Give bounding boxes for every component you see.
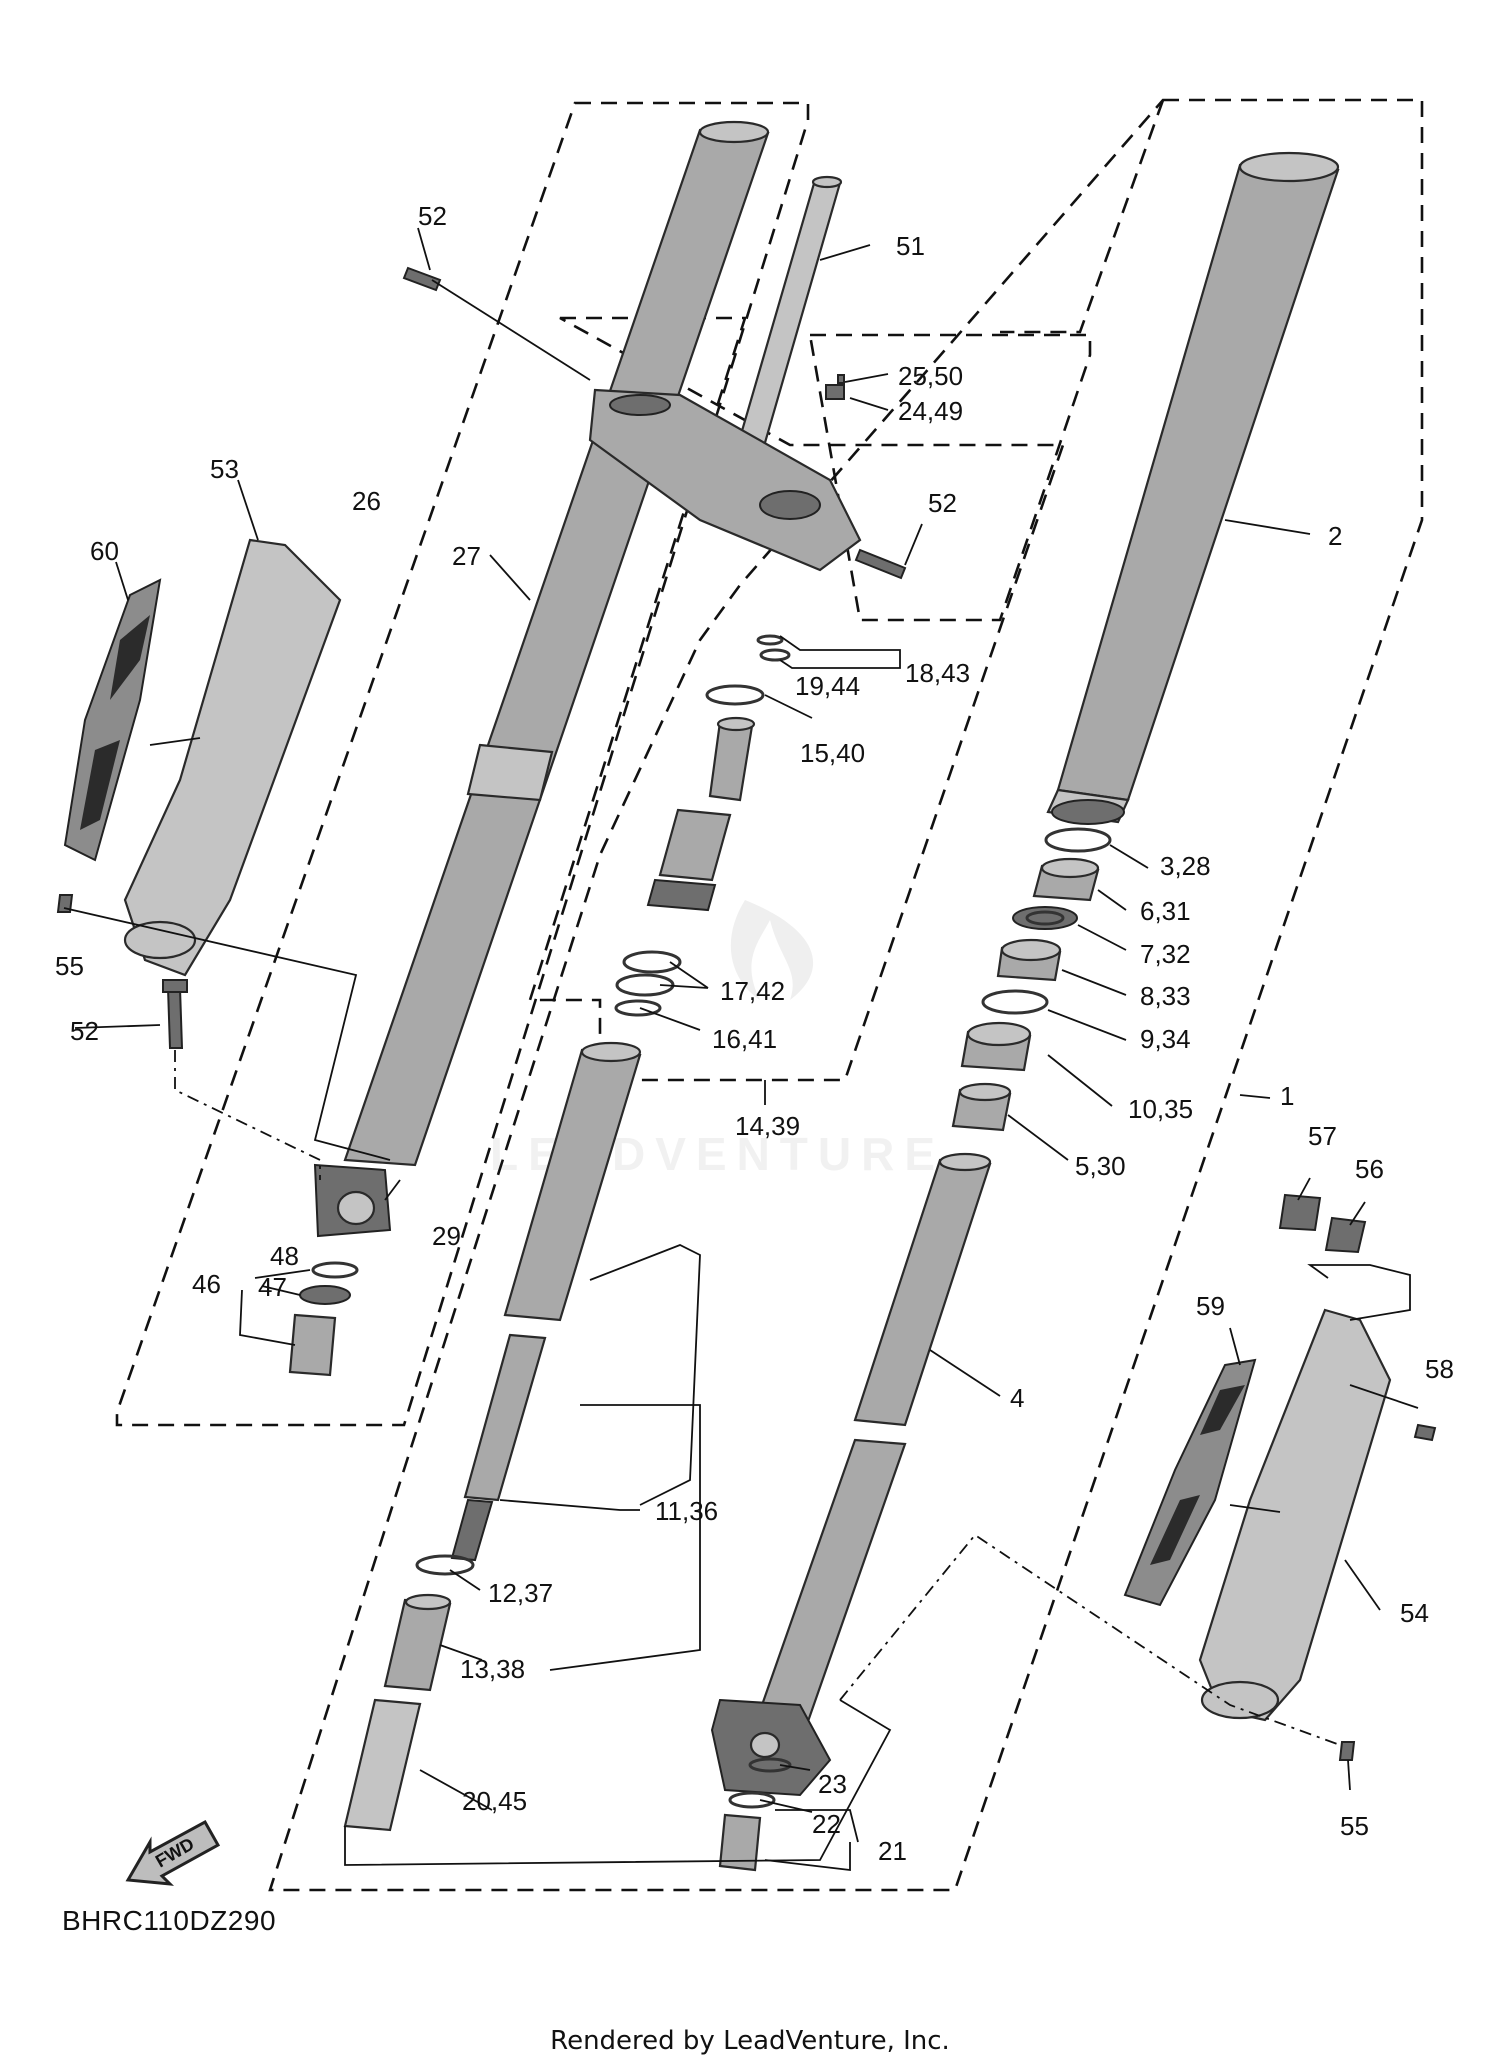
callout-5-30: 5,30 [1075, 1151, 1126, 1181]
callout-52-left: 52 [70, 1016, 99, 1046]
callout-23: 23 [818, 1769, 847, 1799]
part-clamps [56, 894, 1437, 1761]
callout-54: 54 [1400, 1598, 1429, 1628]
callout-16-41: 16,41 [712, 1024, 777, 1054]
callout-20-45: 20,45 [462, 1786, 527, 1816]
part-seal-stack [951, 827, 1112, 1132]
callout-4: 4 [1010, 1383, 1024, 1413]
callout-29: 29 [432, 1221, 461, 1251]
callout-19-44: 19,44 [795, 671, 860, 701]
callout-24-49: 24,49 [898, 396, 963, 426]
callout-11-36: 11,36 [655, 1496, 718, 1526]
part-52-bolts [162, 266, 907, 1049]
callout-2: 2 [1328, 521, 1342, 551]
callout-25-50: 25,50 [898, 361, 963, 391]
part-4-inner-tube [853, 1152, 992, 1427]
callout-27: 27 [452, 541, 481, 571]
callout-59: 59 [1196, 1291, 1225, 1321]
part-damper-cartridge [614, 716, 756, 1017]
callout-53: 53 [210, 454, 239, 484]
callout-labels: 2 1 3,28 4 5,30 6,31 7,32 8,33 9,34 10,3… [55, 201, 1454, 1866]
callout-8-33: 8,33 [1140, 981, 1191, 1011]
part-51-steering-stem [588, 175, 862, 572]
callout-7-32: 7,32 [1140, 939, 1191, 969]
callout-13-38: 13,38 [460, 1654, 525, 1684]
outline-right-inner [1000, 99, 1165, 334]
part-cartridge-rod [343, 1041, 642, 1832]
footer-credit: Rendered by LeadVenture, Inc. [550, 2026, 950, 2056]
part-lower-tube [710, 1438, 907, 1872]
callout-47: 47 [258, 1272, 287, 1302]
callout-51: 51 [896, 231, 925, 261]
callout-12-37: 12,37 [488, 1578, 553, 1608]
callout-15-40: 15,40 [800, 738, 865, 768]
callout-55-left: 55 [55, 951, 84, 981]
part-2-outer-tube [1046, 151, 1340, 825]
callout-52-right: 52 [928, 488, 957, 518]
small-parts-top [705, 374, 845, 706]
callout-52-top: 52 [418, 201, 447, 231]
diagram-code: BHRC110DZ290 [62, 1905, 277, 1936]
callout-1: 1 [1280, 1081, 1294, 1111]
part-53-guard [123, 538, 342, 977]
callout-14-39: 14,39 [735, 1111, 800, 1141]
callout-17-42: 17,42 [720, 976, 785, 1006]
callout-48: 48 [270, 1241, 299, 1271]
callout-22: 22 [812, 1809, 841, 1839]
part-59-decal [1123, 1358, 1257, 1607]
part-46-48-stack [288, 1261, 359, 1377]
outline-bracket [808, 333, 1092, 622]
callout-56: 56 [1355, 1154, 1384, 1184]
callout-6-31: 6,31 [1140, 896, 1191, 926]
fwd-arrow-icon: FWD [125, 1819, 221, 1886]
callout-10-35: 10,35 [1128, 1094, 1193, 1124]
leader-lines [63, 227, 1419, 1872]
callout-21: 21 [878, 1836, 907, 1866]
callout-58: 58 [1425, 1354, 1454, 1384]
part-60-decal [63, 578, 162, 862]
callout-57: 57 [1308, 1121, 1337, 1151]
callout-46: 46 [192, 1269, 221, 1299]
callout-18-43: 18,43 [905, 658, 970, 688]
outline-right-assembly [268, 98, 1424, 1892]
callout-3-28: 3,28 [1160, 851, 1211, 881]
callout-55-right: 55 [1340, 1811, 1369, 1841]
outline-left-assembly [115, 101, 810, 1427]
part-27-outer-tube [313, 120, 770, 1238]
callout-9-34: 9,34 [1140, 1024, 1191, 1054]
callout-60: 60 [90, 536, 119, 566]
callout-26: 26 [352, 486, 381, 516]
part-54-guard [1198, 1308, 1392, 1722]
